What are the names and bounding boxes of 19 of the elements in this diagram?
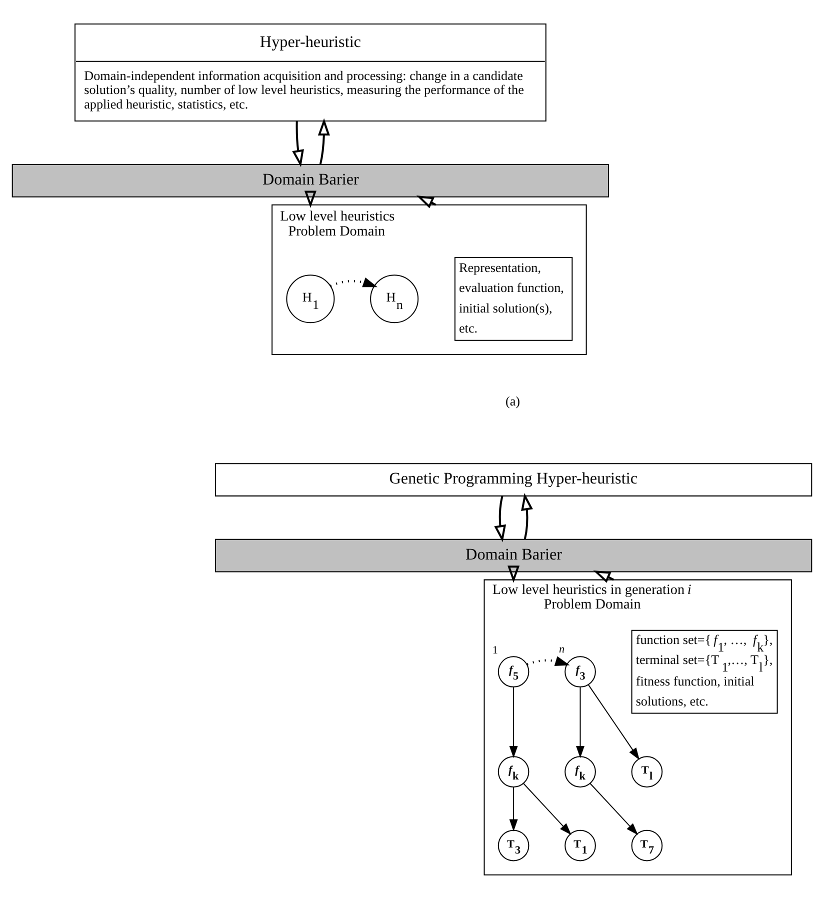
arrow	[526, 656, 570, 666]
arrow	[590, 783, 638, 836]
arrow	[304, 190, 316, 208]
arrow	[508, 566, 520, 583]
arrow	[292, 121, 304, 168]
arrow	[509, 787, 518, 832]
arrow	[521, 493, 533, 540]
arrow	[576, 687, 584, 758]
label: (a)	[505, 393, 520, 408]
arrow	[509, 687, 518, 758]
node-box: Genetic Programming Hyper-heuristic	[214, 463, 812, 496]
arrow	[588, 684, 640, 760]
node-label: 1	[492, 644, 498, 656]
arrow	[330, 277, 378, 288]
arrow	[523, 783, 572, 836]
arrow	[494, 496, 506, 542]
arrow	[318, 118, 330, 164]
node-label: n	[559, 643, 565, 656]
node-box: Representation, evaluation function, initial solution(s), etc.	[454, 256, 573, 341]
